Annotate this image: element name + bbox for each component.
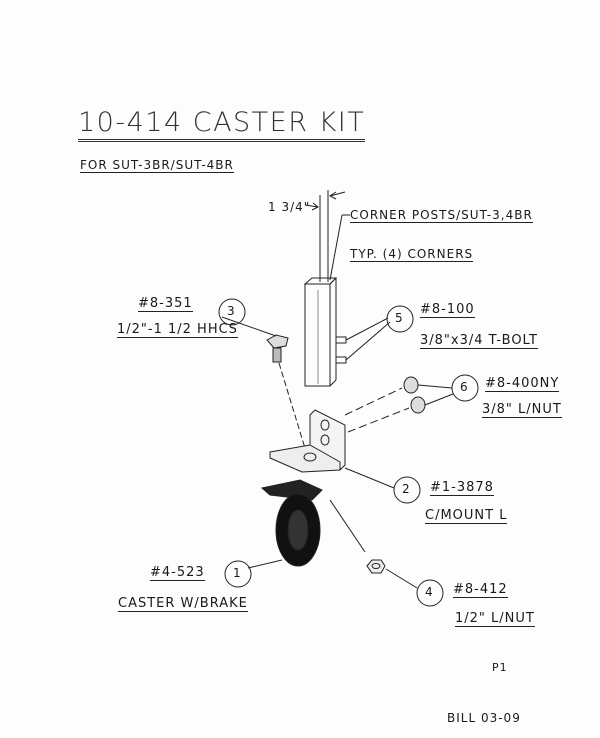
post-label: CORNER POSTS/SUT-3,4BR (350, 208, 533, 223)
callout-number-4: 4 (425, 585, 434, 599)
part-desc-1: CASTER W/BRAKE (118, 596, 248, 612)
callout-circle-4 (416, 579, 444, 607)
part-number-4: #8-412 (453, 582, 508, 598)
callout-number-2: 2 (402, 482, 411, 496)
post-typ-label: TYP. (4) CORNERS (350, 247, 474, 262)
mount-bracket (269, 409, 395, 489)
part-desc-4: 1/2" L/NUT (455, 611, 535, 627)
callout-circle-1 (224, 560, 252, 588)
hex-bolt-icon (221, 316, 309, 459)
callout-number-5: 5 (395, 311, 404, 325)
part-number-1: #4-523 (150, 565, 205, 581)
callout-circle-2 (393, 476, 421, 504)
caster-wheel (247, 479, 366, 569)
t-bolt-icon (335, 317, 391, 364)
lock-nut-icon (344, 376, 454, 433)
callout-circle-6 (451, 374, 479, 402)
dimension-label: 1 3/4" (268, 200, 311, 214)
part-number-5: #8-100 (420, 302, 475, 318)
subtitle: FOR SUT-3BR/SUT-4BR (80, 158, 234, 173)
part-number-3: #8-351 (138, 296, 193, 312)
page-title: 10-414 CASTER KIT (78, 107, 366, 142)
callout-circle-3 (218, 298, 246, 326)
dimension-lines (304, 190, 350, 282)
part-number-2: #1-3878 (430, 480, 494, 496)
part-desc-5: 3/8"x3/4 T-BOLT (420, 333, 538, 349)
corner-post (303, 277, 338, 387)
part-number-6: #8-400NY (485, 376, 560, 392)
callout-number-6: 6 (460, 380, 469, 394)
part-desc-2: C/MOUNT L (425, 508, 508, 524)
hex-nut-icon (366, 559, 418, 589)
callout-number-1: 1 (233, 566, 242, 580)
callout-number-3: 3 (227, 304, 236, 318)
part-desc-3: 1/2"-1 1/2 HHCS (117, 322, 238, 338)
bill-label: BILL 03-09 (447, 711, 521, 725)
part-desc-6: 3/8" L/NUT (482, 402, 562, 418)
page-label: P1 (492, 661, 508, 674)
callout-circle-5 (386, 305, 414, 333)
